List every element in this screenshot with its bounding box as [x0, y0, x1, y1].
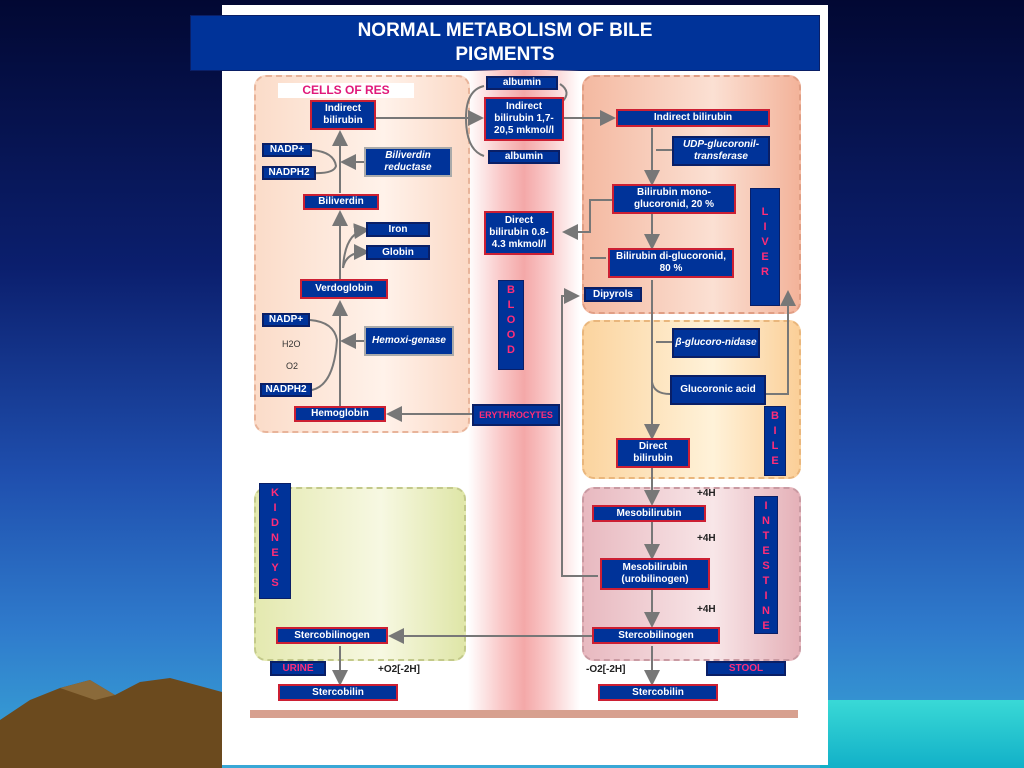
bilirubin-diglucoronid: Bilirubin di-glucoronid, 80 %: [608, 248, 734, 278]
arrow-uro-blood: [561, 288, 598, 577]
blood-direct-bilirubin: Direct bilirubin 0.8-4.3 mkmol/l: [484, 211, 554, 255]
sea-decoration: [820, 700, 1024, 768]
albumin-top: albumin: [486, 76, 558, 90]
res-title: CELLS OF RES: [278, 83, 414, 98]
o2-label: O2: [286, 361, 299, 371]
urobilinogen: Mesobilirubin (urobilinogen): [600, 558, 710, 590]
arrow-liver-blood-direct: [562, 199, 612, 240]
nadp-plus-1: NADP+: [262, 143, 312, 157]
arrow-iron: [342, 223, 370, 269]
dipyrols: Dipyrols: [584, 287, 642, 302]
bilirubin-monoglucoronid: Bilirubin mono-glucoronid, 20 %: [612, 184, 736, 214]
intestine-stercobilin: Stercobilin: [598, 684, 718, 701]
mountain-decoration: [0, 678, 222, 768]
slide-title: NORMAL METABOLISM OF BILE PIGMENTS: [190, 15, 820, 71]
beta-glucoronidase: β-glucoro-nidase: [672, 328, 760, 358]
albumin-bottom: albumin: [488, 150, 560, 164]
liver-indirect-bilirubin: Indirect bilirubin: [616, 109, 770, 127]
res-indirect-bilirubin: Indirect bilirubin: [310, 100, 376, 130]
intestine-oxidation: -O2[-2H]: [586, 664, 626, 675]
kidney-stercobilinogen: Stercobilinogen: [276, 627, 388, 644]
arrow-nadp-2: [309, 319, 339, 391]
plus4h-1: +4H: [697, 488, 716, 499]
nadp-plus-2: NADP+: [262, 313, 310, 327]
slide-title-text: NORMAL METABOLISM OF BILE PIGMENTS: [357, 20, 653, 65]
plus4h-2: +4H: [697, 533, 716, 544]
blood-indirect-bilirubin: Indirect bilirubin 1,7-20,5 mkmol/l: [484, 97, 564, 141]
bile-direct-bilirubin: Direct bilirubin: [616, 438, 690, 468]
udp-glucoronil-transferase: UDP-glucoronil-transferase: [672, 136, 770, 166]
erythrocytes: ERYTHROCYTES: [472, 404, 560, 426]
stool: STOOL: [706, 661, 786, 676]
arrow-nadp-1: [311, 149, 338, 175]
arrow-albumin-bracket: [464, 85, 485, 157]
globin: Globin: [366, 245, 430, 260]
iron: Iron: [366, 222, 430, 237]
urine: URINE: [270, 661, 326, 676]
mesobilirubin: Mesobilirubin: [592, 505, 706, 522]
intestine-stercobilinogen: Stercobilinogen: [592, 627, 720, 644]
plus4h-3: +4H: [697, 604, 716, 615]
biliverdin: Biliverdin: [303, 194, 379, 210]
verdoglobin: Verdoglobin: [300, 279, 388, 299]
hemoxigenase: Hemoxi-genase: [364, 326, 454, 356]
kidney-oxidation: +O2[-2H]: [378, 664, 420, 675]
h2o-label: H2O: [282, 339, 301, 349]
kidney-stercobilin: Stercobilin: [278, 684, 398, 701]
biliverdin-reductase: Biliverdin reductase: [364, 147, 452, 177]
glucoronic-acid: Glucoronic acid: [670, 375, 766, 405]
nadph2-2: NADPH2: [260, 383, 312, 397]
bottom-band: [250, 710, 798, 718]
arrow-globin: [342, 244, 370, 269]
arrow-glucoronic: [651, 381, 671, 395]
nadph2-1: NADPH2: [262, 166, 316, 180]
hemoglobin: Hemoglobin: [294, 406, 386, 422]
